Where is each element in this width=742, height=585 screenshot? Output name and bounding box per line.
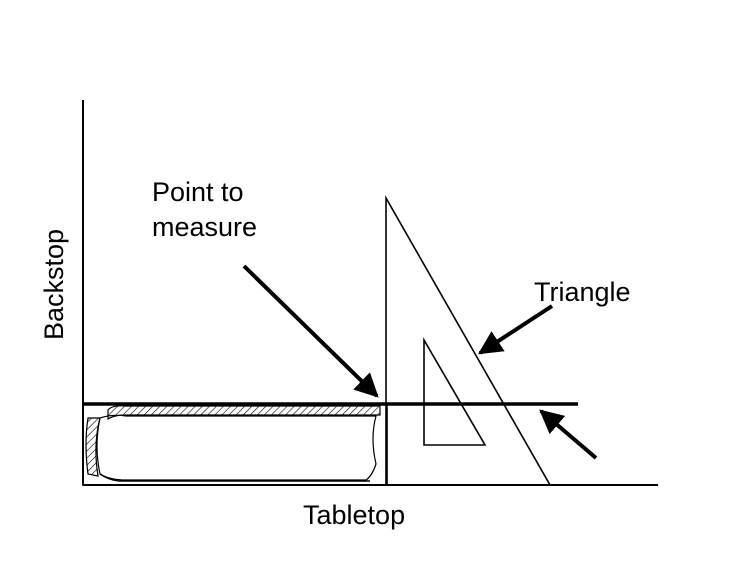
backstop-label: Backstop	[39, 228, 69, 340]
point-to-measure-line1: Point to	[152, 177, 244, 207]
triangle-label: Triangle	[534, 277, 631, 307]
line-arrow	[539, 409, 598, 460]
tabletop-label: Tabletop	[303, 500, 406, 530]
point-arrow	[242, 264, 379, 398]
triangle-shape	[385, 194, 552, 486]
point-to-measure-label: Point to measure	[152, 175, 257, 245]
point-to-measure-line2: measure	[152, 212, 258, 242]
book-shape	[82, 403, 388, 486]
triangle-arrow	[477, 304, 554, 355]
